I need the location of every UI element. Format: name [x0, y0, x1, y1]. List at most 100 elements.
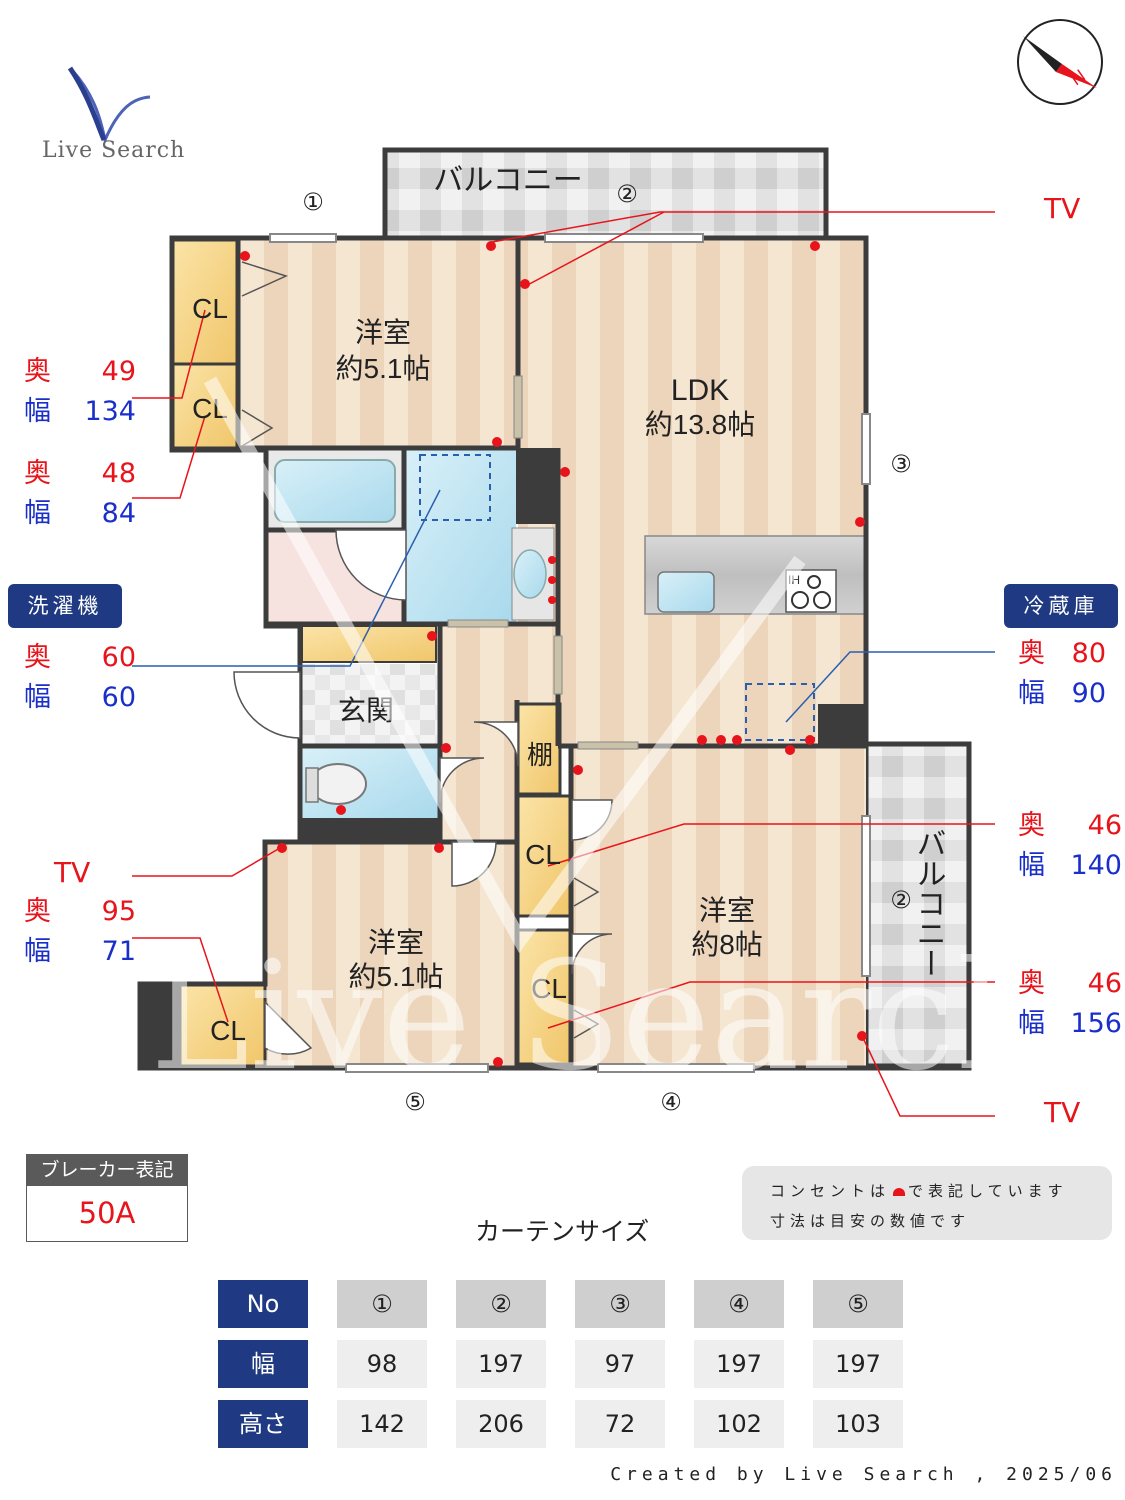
breaker-box: ブレーカー表記 50A	[26, 1154, 188, 1242]
legend-line-1-post: で表記しています	[908, 1182, 1068, 1200]
wall-block	[300, 818, 440, 840]
closet-label-4: CL	[531, 973, 567, 1004]
depth-label: 奥	[1018, 968, 1045, 999]
balcony-top	[382, 147, 829, 243]
col-no-3: ③	[575, 1280, 665, 1328]
ldk-size: 約13.8帖	[645, 409, 756, 440]
col-width-3: 97	[575, 1340, 665, 1388]
col-height-2: 206	[456, 1400, 546, 1448]
ldk-room	[518, 238, 866, 746]
breaker-value: 50A	[26, 1186, 188, 1242]
leader-lines	[132, 211, 995, 1117]
col-no-4: ④	[694, 1280, 784, 1328]
width-label: 幅	[24, 396, 51, 427]
col-width-2: 197	[456, 1340, 546, 1388]
tv-label-bottom: TV	[1044, 1096, 1081, 1129]
watermark-text: Live Search	[150, 930, 1052, 1104]
sink-icon	[513, 549, 547, 599]
row-label-no: No	[218, 1280, 308, 1328]
width-label: 幅	[24, 498, 51, 529]
col-width-5: 197	[813, 1340, 903, 1388]
breaker-title: ブレーカー表記	[26, 1154, 188, 1186]
depth-label: 奥	[24, 458, 51, 489]
pillar	[140, 984, 180, 1068]
western1-size: 約5.1帖	[336, 353, 431, 384]
fridge-space	[745, 683, 815, 741]
pillar	[818, 704, 866, 746]
windows	[269, 233, 871, 1073]
outlet-markers	[240, 241, 867, 1067]
legend-line-2: 寸法は目安の数値です	[770, 1212, 971, 1230]
legend-line-1-pre: コンセントは	[770, 1182, 891, 1200]
depth-label: 奥	[1018, 810, 1045, 841]
depth-label: 奥	[24, 642, 51, 673]
depth-value: 49	[101, 356, 136, 387]
legend-note: コンセントはで表記しています 寸法は目安の数値です	[742, 1166, 1112, 1240]
depth-value: 48	[101, 458, 136, 489]
width-value: 71	[101, 936, 136, 967]
compass-icon: N	[1017, 19, 1103, 105]
western-room-1	[240, 238, 518, 448]
width-value: 60	[101, 682, 136, 713]
shelf	[516, 702, 562, 796]
balcony-right-label: バルコニー	[912, 828, 945, 978]
window-marker-2b: ②	[890, 886, 912, 914]
width-value: 90	[1071, 678, 1106, 709]
closet-1	[170, 238, 240, 366]
window-marker-1: ①	[302, 188, 324, 216]
balcony-top-label: バルコニー	[433, 164, 582, 197]
kitchen-sink-icon	[657, 571, 715, 613]
washer-tag: 洗濯機	[8, 584, 122, 628]
room-labels: バルコニー 洋室 約5.1帖 LDK 約13.8帖 洋室 約8帖 洋室 約5.1…	[192, 164, 763, 1046]
depth-value: 46	[1087, 968, 1122, 999]
window-markers: ① ② ③ ② ④ ⑤	[302, 180, 912, 1116]
burner	[813, 591, 831, 609]
burner	[791, 591, 809, 609]
tv-label-top: TV	[1044, 192, 1081, 225]
pillar	[516, 448, 558, 524]
row-label-width: 幅	[218, 1340, 308, 1388]
logo-text: Live Search	[42, 138, 186, 163]
window-marker-5: ⑤	[404, 1088, 426, 1116]
col-height-5: 103	[813, 1400, 903, 1448]
width-label: 幅	[24, 682, 51, 713]
bathtub	[274, 459, 396, 523]
western1-name: 洋室	[355, 317, 411, 348]
shelf-label: 棚	[527, 740, 553, 770]
depth-label: 奥	[1018, 638, 1045, 669]
width-label: 幅	[1018, 850, 1045, 881]
col-width-1: 98	[337, 1340, 427, 1388]
tv-label-left: TV	[54, 856, 91, 889]
western3-name: 洋室	[368, 927, 424, 958]
col-no-1: ①	[337, 1280, 427, 1328]
col-height-3: 72	[575, 1400, 665, 1448]
col-no-2: ②	[456, 1280, 546, 1328]
washroom	[404, 450, 516, 622]
depth-label: 奥	[24, 896, 51, 927]
western2-size: 約8帖	[691, 929, 763, 960]
col-no-5: ⑤	[813, 1280, 903, 1328]
col-height-1: 142	[337, 1400, 427, 1448]
legend-line-1: コンセントはで表記しています	[770, 1180, 1068, 1201]
footer-credit: Created by Live Search , 2025/06	[610, 1464, 1117, 1485]
burner	[807, 575, 821, 589]
row-label-height: 高さ	[218, 1400, 308, 1448]
depth-value: 46	[1087, 810, 1122, 841]
window-marker-4: ④	[660, 1088, 682, 1116]
depth-label: 奥	[24, 356, 51, 387]
western2-name: 洋室	[699, 895, 755, 926]
width-label: 幅	[1018, 678, 1045, 709]
width-label: 幅	[24, 936, 51, 967]
watermark: Live Search	[150, 376, 1052, 1104]
col-height-4: 102	[694, 1400, 784, 1448]
curtain-title: カーテンサイズ	[475, 1217, 650, 1246]
closet-label-5: CL	[210, 1015, 246, 1046]
closet-label-3: CL	[525, 839, 561, 870]
